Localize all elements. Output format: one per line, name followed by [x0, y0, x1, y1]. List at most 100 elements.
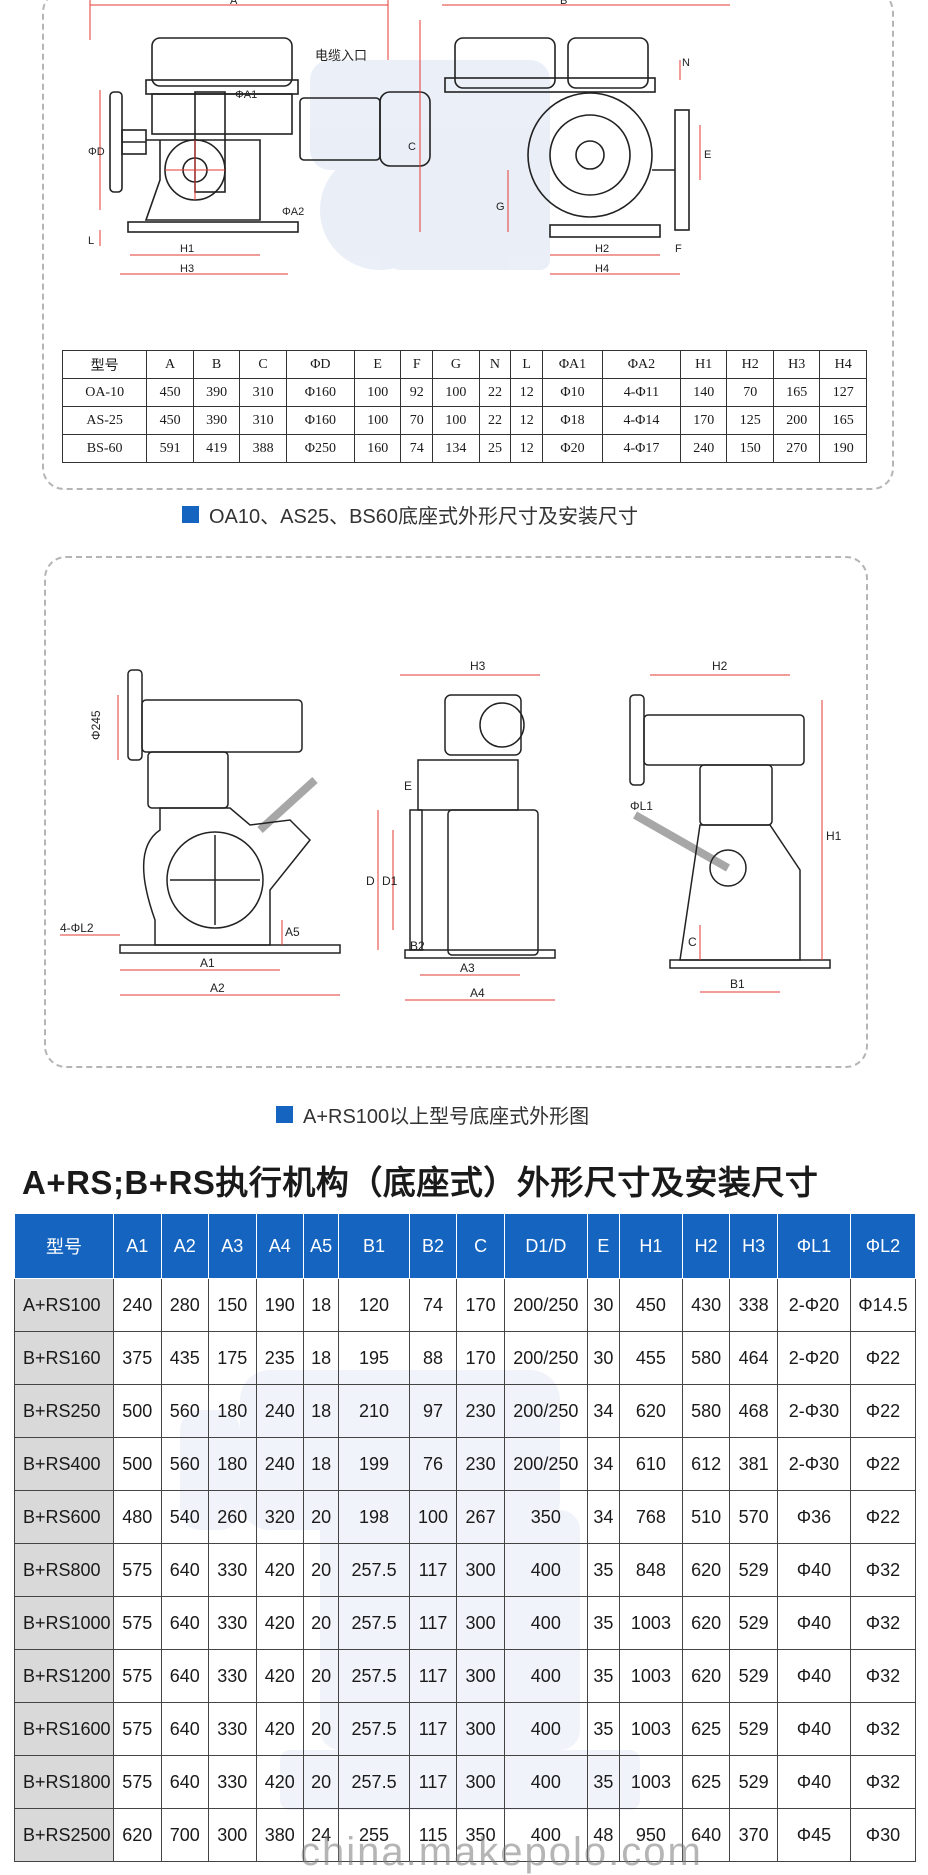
value-cell: 120 — [338, 1278, 410, 1332]
value-cell: 127 — [819, 378, 867, 407]
value-cell: Φ10 — [542, 378, 603, 407]
value-cell: Φ22 — [850, 1331, 916, 1385]
value-cell: 48 — [586, 1808, 621, 1862]
value-cell: 390 — [192, 406, 241, 435]
dim-label-f: F — [675, 243, 682, 255]
model-cell: B+RS2500 — [14, 1808, 114, 1862]
dim-label-h4: H4 — [595, 263, 609, 275]
header-cell: ΦD — [285, 350, 355, 379]
header-cell: H4 — [819, 350, 867, 379]
value-cell: 848 — [619, 1543, 683, 1597]
value-cell: 580 — [681, 1331, 731, 1385]
value-cell: 257.5 — [338, 1649, 410, 1703]
value-cell: 300 — [456, 1649, 505, 1703]
value-cell: 529 — [729, 1702, 778, 1756]
value-cell: 400 — [503, 1649, 588, 1703]
header-cell: H3 — [772, 350, 821, 379]
value-cell: Φ160 — [285, 406, 355, 435]
value-cell: 18 — [303, 1437, 340, 1491]
dim-label-h2-view: H2 — [712, 659, 728, 673]
value-cell: 575 — [113, 1649, 162, 1703]
value-cell: 640 — [160, 1755, 210, 1809]
value-cell: 18 — [303, 1331, 340, 1385]
dim-label-b1-view: B1 — [730, 977, 745, 991]
caption-top: OA10、AS25、BS60底座式外形尺寸及安装尺寸 — [182, 500, 638, 529]
value-cell: 4-Φ11 — [601, 378, 681, 407]
value-cell: Φ30 — [850, 1808, 916, 1862]
header-cell: B — [192, 350, 241, 379]
dim-label-a1: ΦA1 — [235, 89, 257, 101]
caption-text: A+RS100以上型号底座式外形图 — [303, 1106, 590, 1128]
value-cell: 24 — [303, 1808, 340, 1862]
value-cell: 330 — [208, 1702, 257, 1756]
value-cell: 20 — [303, 1596, 340, 1650]
value-cell: 210 — [338, 1384, 410, 1438]
value-cell: 200/250 — [503, 1331, 588, 1385]
value-cell: 381 — [729, 1437, 778, 1491]
model-cell: AS-25 — [61, 406, 148, 435]
value-cell: 4-Φ14 — [601, 406, 681, 435]
value-cell: Φ22 — [850, 1384, 916, 1438]
value-cell: 20 — [303, 1755, 340, 1809]
value-cell: 175 — [208, 1331, 257, 1385]
value-cell: 450 — [146, 378, 194, 407]
dim-label-l: L — [88, 235, 94, 247]
value-cell: 255 — [338, 1808, 410, 1862]
dim-label-a2: ΦA2 — [282, 206, 304, 218]
header-cell: H2 — [681, 1213, 731, 1279]
value-cell: 612 — [681, 1437, 731, 1491]
value-cell: 420 — [255, 1596, 305, 1650]
dim-label-b: B — [560, 0, 567, 7]
value-cell: Φ40 — [777, 1702, 851, 1756]
value-cell: 529 — [729, 1649, 778, 1703]
value-cell: 400 — [503, 1702, 588, 1756]
value-cell: 74 — [400, 434, 434, 463]
value-cell: 12 — [510, 434, 544, 463]
value-cell: 330 — [208, 1755, 257, 1809]
cable-entry-label: 电缆入口 — [315, 48, 367, 63]
value-cell: 150 — [208, 1278, 257, 1332]
value-cell: 34 — [586, 1437, 621, 1491]
value-cell: 700 — [160, 1808, 210, 1862]
value-cell: 18 — [303, 1384, 340, 1438]
value-cell: 464 — [729, 1331, 778, 1385]
value-cell: 200 — [772, 406, 821, 435]
value-cell: 125 — [726, 406, 774, 435]
value-cell: Φ40 — [777, 1755, 851, 1809]
value-cell: 150 — [726, 434, 774, 463]
header-cell: B2 — [408, 1213, 458, 1279]
value-cell: Φ40 — [777, 1596, 851, 1650]
value-cell: 420 — [255, 1702, 305, 1756]
value-cell: 575 — [113, 1755, 162, 1809]
value-cell: 198 — [338, 1490, 410, 1544]
model-cell: B+RS800 — [14, 1543, 114, 1597]
value-cell: 100 — [432, 406, 480, 435]
value-cell: Φ14.5 — [850, 1278, 916, 1332]
value-cell: 190 — [255, 1278, 305, 1332]
value-cell: 12 — [510, 378, 544, 407]
value-cell: 420 — [255, 1755, 305, 1809]
value-cell: 180 — [208, 1437, 257, 1491]
value-cell: 455 — [619, 1331, 683, 1385]
dim-label-a4-view: A4 — [470, 986, 485, 1000]
value-cell: 430 — [681, 1278, 731, 1332]
value-cell: 620 — [681, 1649, 731, 1703]
model-cell: B+RS1000 — [14, 1596, 114, 1650]
value-cell: 117 — [408, 1702, 458, 1756]
value-cell: 170 — [679, 406, 728, 435]
value-cell: 468 — [729, 1384, 778, 1438]
spec-table-header-row: 型号 A B C ΦD E F G N L ΦA1 ΦA2 H1 H2 H3 H… — [61, 350, 867, 379]
value-cell: 97 — [408, 1384, 458, 1438]
value-cell: Φ32 — [850, 1649, 916, 1703]
header-cell: A3 — [208, 1213, 257, 1279]
value-cell: 310 — [239, 378, 287, 407]
value-cell: 100 — [408, 1490, 458, 1544]
value-cell: 190 — [819, 434, 867, 463]
value-cell: 2-Φ20 — [777, 1278, 851, 1332]
value-cell: 300 — [456, 1755, 505, 1809]
